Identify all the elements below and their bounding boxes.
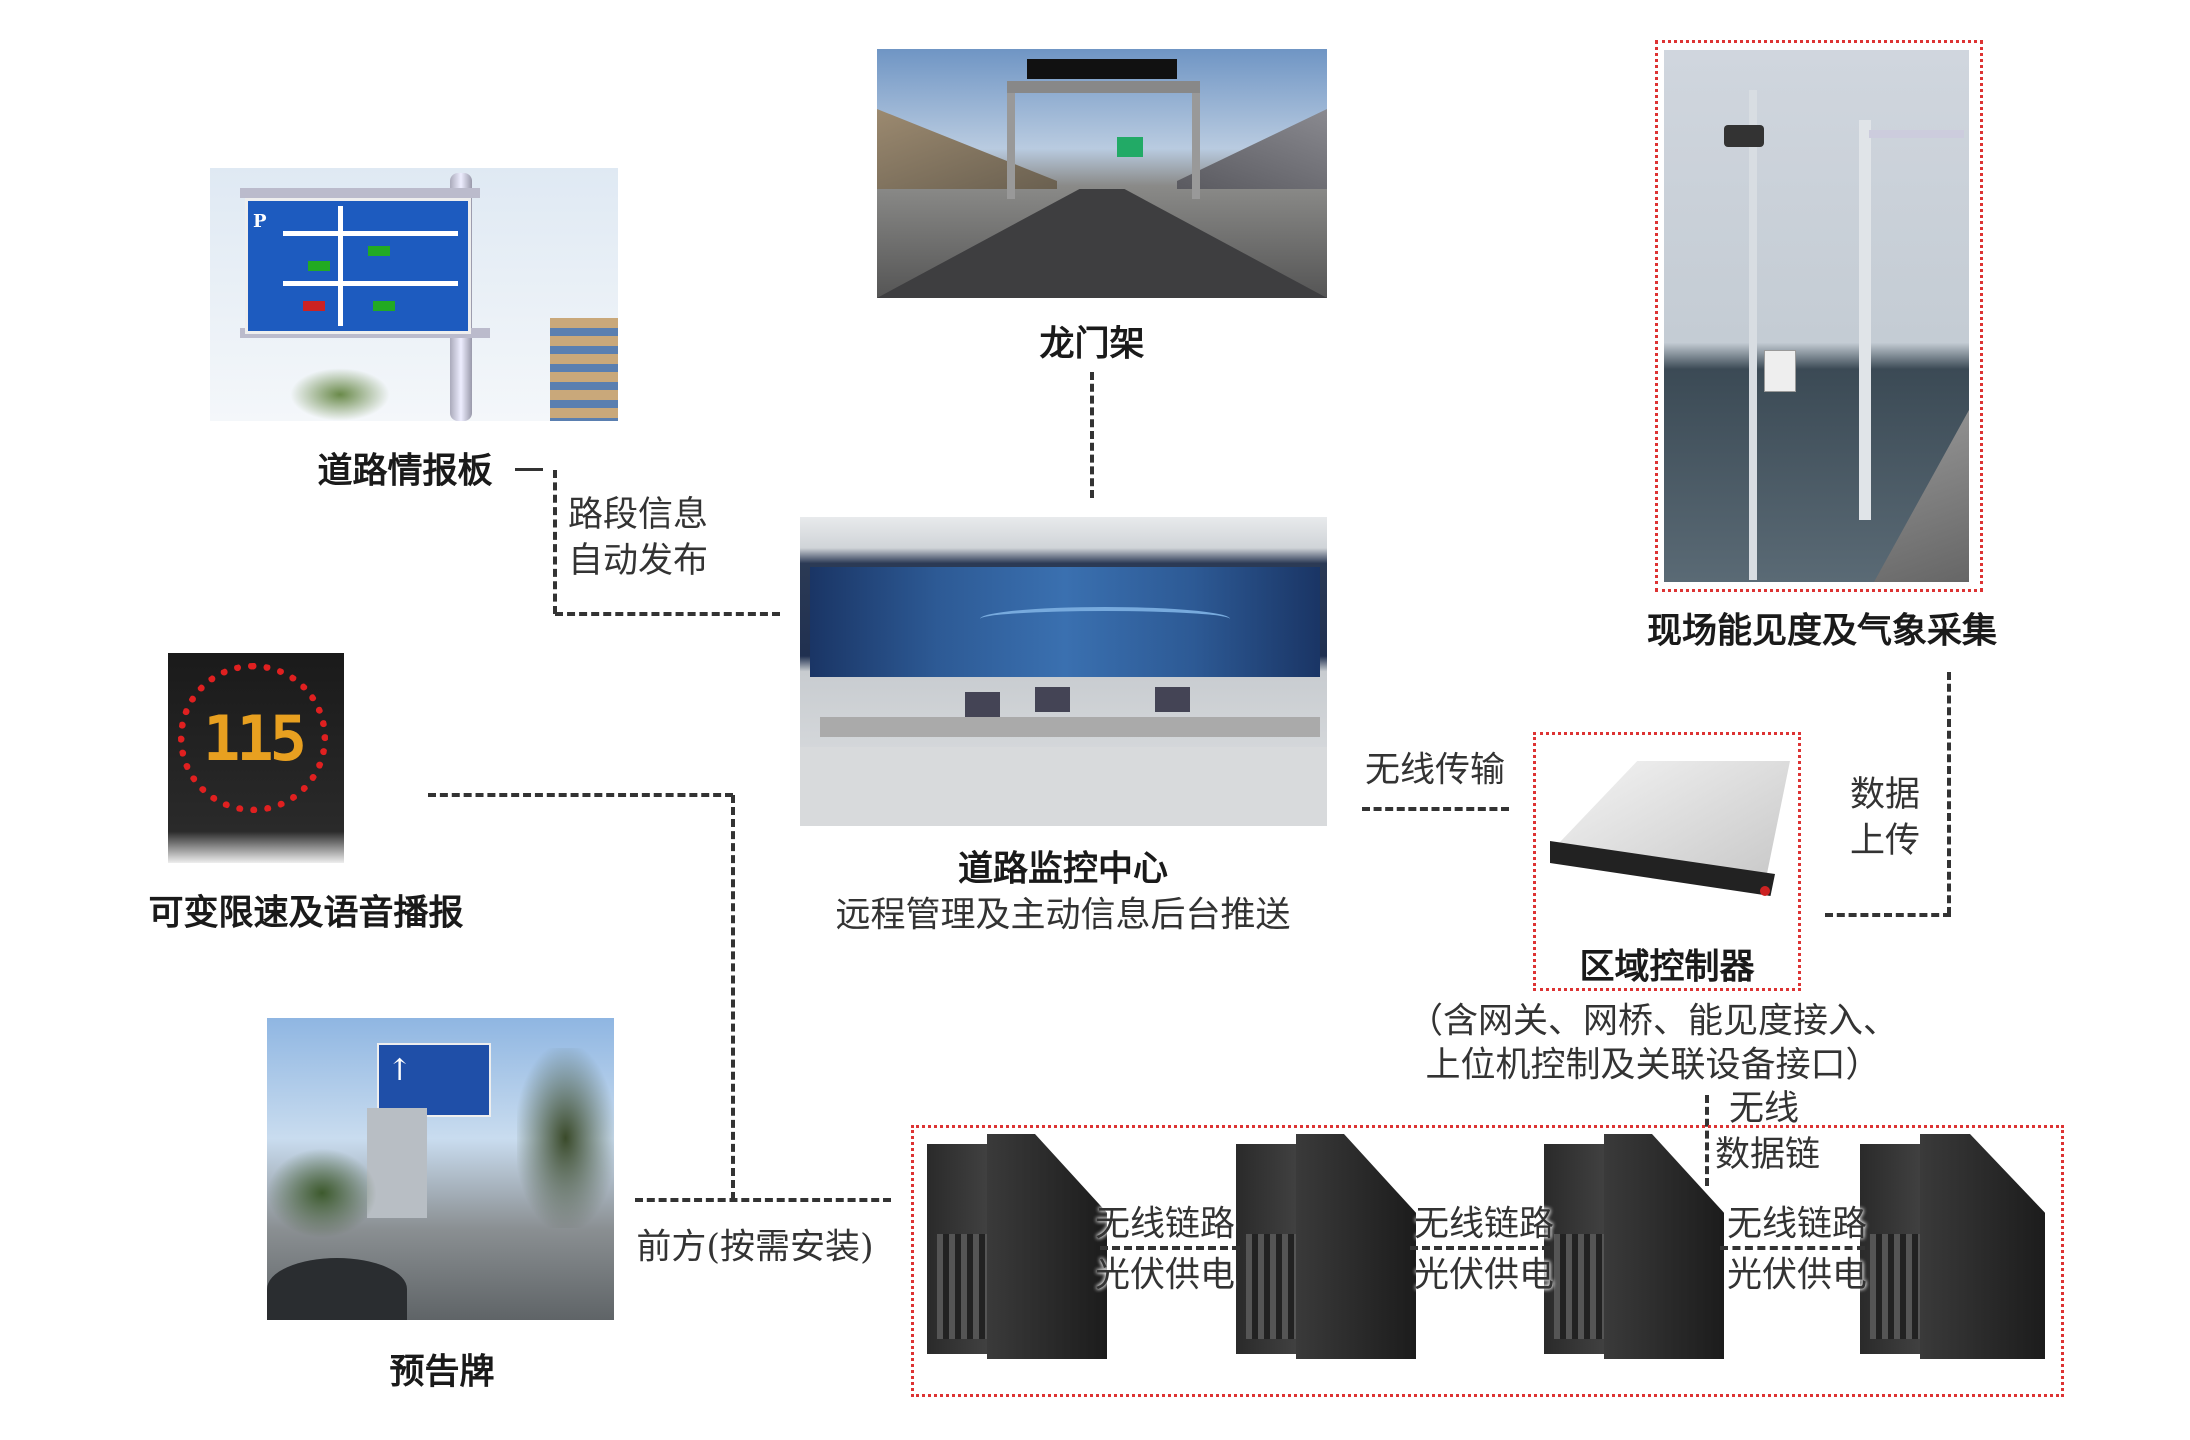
wireless-transmission-label: 无线传输 xyxy=(1364,750,1506,791)
regional-controller-photo xyxy=(1545,751,1794,913)
connector-line xyxy=(555,612,780,616)
road-info-board-photo: P xyxy=(210,168,618,421)
link-label-line: 上传 xyxy=(1850,821,1921,861)
connector-line xyxy=(1100,1246,1240,1250)
connector-line xyxy=(553,470,557,614)
wireless-datalink-label: 无线 数据链 xyxy=(1715,1086,1820,1178)
link-label-line: 自动发布 xyxy=(568,541,709,581)
regional-controller-label: 区域控制器 xyxy=(1579,946,1755,988)
gantry-photo xyxy=(877,49,1327,298)
connector-line xyxy=(515,468,543,471)
connector-line xyxy=(1720,1246,1865,1250)
field-link-label: 无线链路 xyxy=(1726,1204,1868,1245)
monitoring-center-sublabel: 远程管理及主动信息后台推送 xyxy=(835,895,1291,936)
arrow-up-icon: ↑ xyxy=(387,1053,413,1088)
field-link-label: 光伏供电 xyxy=(1413,1255,1555,1296)
regional-controller-highlight xyxy=(1533,732,1801,991)
gantry-label: 龙门架 xyxy=(1039,323,1145,365)
connector-line xyxy=(1825,913,1951,917)
field-server-3 xyxy=(1544,1134,1726,1359)
connector-line xyxy=(1705,1095,1709,1186)
link-label-line: 数据链 xyxy=(1715,1135,1821,1175)
monitoring-center-photo xyxy=(800,517,1327,826)
field-link-label: 无线链路 xyxy=(1413,1204,1555,1245)
connector-line xyxy=(1410,1246,1550,1250)
connector-line xyxy=(635,1198,891,1202)
regional-controller-note: 上位机控制及关联设备接口） xyxy=(1425,1045,1881,1086)
connector-line xyxy=(428,793,733,797)
weather-station-highlight xyxy=(1655,40,1983,592)
connector-line xyxy=(1090,372,1094,498)
warning-sign-link-label: 前方(按需安装) xyxy=(636,1227,874,1268)
road-info-board-label: 道路情报板 xyxy=(317,450,493,492)
regional-controller-note: （含网关、网桥、能见度接入、 xyxy=(1407,1001,1899,1042)
field-link-label: 光伏供电 xyxy=(1726,1255,1868,1296)
field-server-4 xyxy=(1860,1134,2050,1359)
connector-line xyxy=(731,795,735,1200)
connector-line xyxy=(1362,807,1509,811)
link-label-line: 数据 xyxy=(1850,775,1921,815)
field-link-label: 无线链路 xyxy=(1094,1204,1236,1245)
link-label-data-upload: 数据 上传 xyxy=(1850,772,1920,864)
variable-speed-sign-label: 可变限速及语音播报 xyxy=(148,892,464,934)
field-server-2 xyxy=(1236,1134,1418,1359)
warning-sign-photo: ↑ xyxy=(267,1018,614,1320)
field-server-1 xyxy=(927,1134,1109,1359)
link-label-road-info: 路段信息 自动发布 xyxy=(568,492,708,584)
link-label-line: 无线 xyxy=(1729,1089,1800,1129)
weather-station-label: 现场能见度及气象采集 xyxy=(1646,610,1998,652)
monitoring-center-label: 道路监控中心 xyxy=(957,848,1169,890)
warning-sign-label: 预告牌 xyxy=(389,1351,495,1393)
connector-line xyxy=(1947,672,1951,915)
field-devices-highlight xyxy=(911,1125,2064,1397)
link-label-line: 路段信息 xyxy=(568,495,709,535)
field-link-label: 光伏供电 xyxy=(1094,1255,1236,1296)
variable-speed-sign-photo: 115 xyxy=(168,653,344,863)
weather-station-photo xyxy=(1664,50,1969,582)
speed-limit-value: 115 xyxy=(203,701,307,775)
